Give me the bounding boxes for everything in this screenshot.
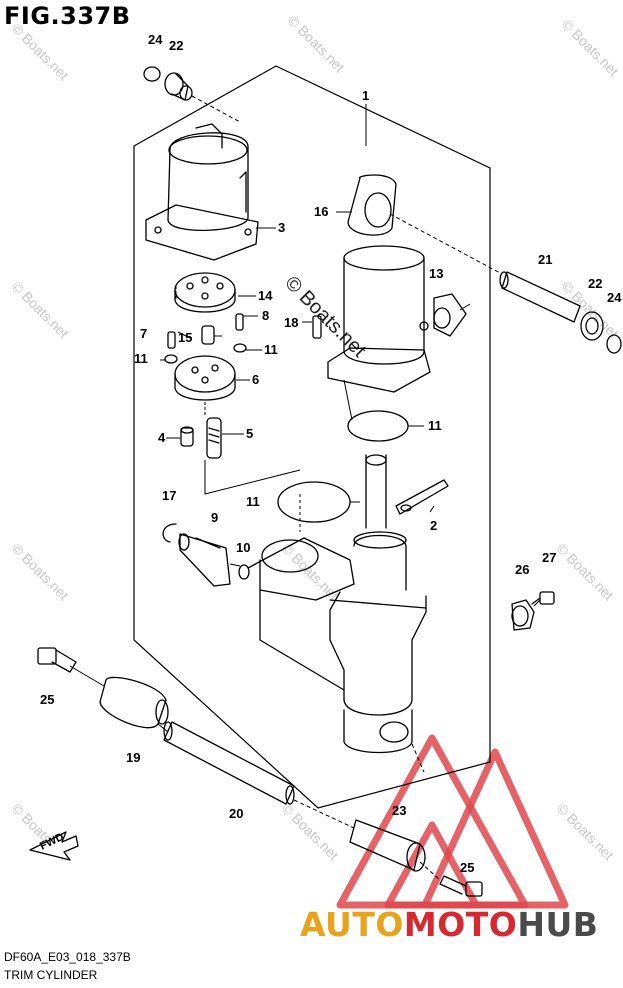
fwd-arrow-icon: [29, 831, 79, 861]
callout-11: 11: [428, 418, 442, 433]
callout-17: 17: [162, 488, 176, 503]
callout-14: 14: [258, 288, 273, 303]
screw-7: [167, 331, 176, 349]
assembly-outline: [133, 65, 491, 809]
callout-19: 19: [126, 750, 140, 765]
manual-valve-9: [178, 533, 231, 587]
reservoir-cap-16: [347, 174, 397, 236]
snap-ring-17: [162, 523, 177, 543]
valve-plate-14: [174, 272, 236, 313]
valve-15: [201, 325, 215, 345]
callout-16: 16: [314, 204, 328, 219]
valve-seat-4: [180, 426, 194, 447]
retaining-ring-24-top: [143, 66, 161, 82]
pump-body-6: [174, 355, 236, 401]
figure-title: FIG.337B: [4, 2, 131, 30]
o-ring-11-large-upper: [347, 410, 409, 442]
reservoir-housing: [327, 245, 431, 393]
brand-logo-icon: [336, 734, 569, 909]
callout-22: 22: [588, 276, 602, 291]
brand-part-hub: HUB: [517, 905, 599, 944]
brand-part-auto: AUTO: [300, 905, 404, 944]
bushing-26: [511, 599, 535, 631]
o-ring-11-right: [233, 343, 247, 353]
pivot-pin-21: [499, 271, 581, 323]
callout-1: 1: [362, 88, 369, 103]
callout-25: 25: [40, 692, 54, 707]
bolt-25-left: [37, 647, 77, 673]
callout-10: 10: [236, 540, 250, 555]
diagram-code: DF60A_E03_018_337B: [4, 950, 131, 964]
relief-valve-13: [419, 293, 467, 337]
callout-8: 8: [262, 308, 269, 323]
bushing-22-right: [580, 311, 604, 341]
callout-23: 23: [392, 803, 406, 818]
brand-wordmark: AUTOMOTOHUB: [300, 905, 598, 944]
callout-27: 27: [542, 550, 556, 565]
callout-2: 2: [430, 518, 437, 533]
callout-3: 3: [278, 220, 285, 235]
callout-7: 7: [140, 326, 147, 341]
callout-15: 15: [178, 330, 192, 345]
cylinder-body: [247, 531, 427, 754]
o-ring-10: [238, 564, 250, 580]
clip-2: [395, 479, 449, 515]
callout-5: 5: [246, 426, 253, 441]
bolt-25-bottom: [439, 875, 483, 897]
callout-26: 26: [515, 562, 529, 577]
callout-11: 11: [134, 351, 148, 366]
brand-part-moto: MOTO: [403, 905, 518, 944]
callout-11: 11: [264, 342, 278, 357]
shaft-20: [163, 721, 295, 805]
valve-spring-5: [206, 417, 222, 459]
screw-8: [235, 313, 244, 331]
retaining-ring-24-right: [606, 334, 622, 354]
plug-18: [312, 315, 322, 339]
callout-24: 24: [607, 290, 622, 305]
callout-21: 21: [538, 252, 552, 267]
callout-9: 9: [211, 510, 218, 525]
callout-22: 22: [169, 38, 183, 53]
piston-rod: [365, 454, 387, 529]
callout-13: 13: [429, 266, 443, 281]
trim-motor-3: [145, 123, 259, 261]
bushing-22-top: [164, 72, 193, 101]
callout-6: 6: [252, 372, 259, 387]
callout-4: 4: [158, 430, 166, 445]
sleeve-19: [99, 676, 169, 729]
callout-11: 11: [246, 494, 260, 509]
callout-25: 25: [460, 860, 474, 875]
bolt-27: [531, 591, 555, 605]
callout-18: 18: [284, 315, 298, 330]
diagram-caption: TRIM CYLINDER: [4, 968, 98, 982]
o-ring-11-left: [164, 354, 178, 364]
pin-23: [349, 819, 426, 872]
callout-20: 20: [229, 806, 243, 821]
o-ring-11-large-lower: [277, 481, 351, 523]
callout-24: 24: [148, 32, 163, 47]
